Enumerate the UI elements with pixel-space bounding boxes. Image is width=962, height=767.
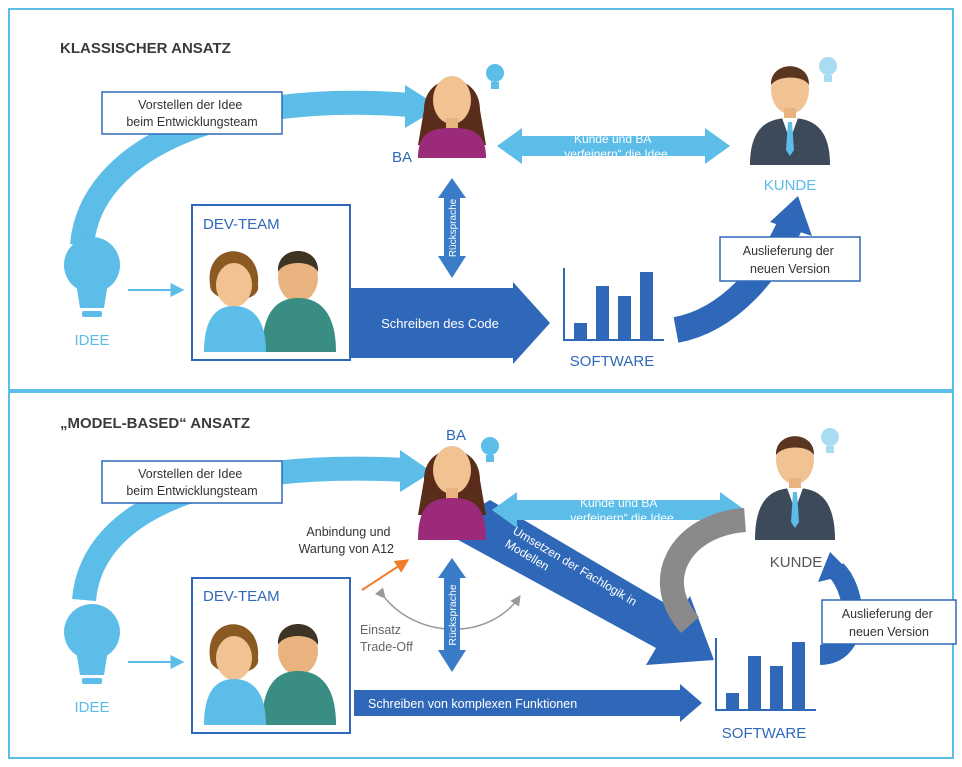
anbindung-orange-arrow [361, 559, 410, 591]
present-idea-text: Vorstellen der Idee beim Entwicklungstea… [126, 467, 257, 498]
present-idea-box [101, 91, 283, 135]
software-chart-icon [715, 638, 816, 711]
software-label: SOFTWARE [570, 353, 654, 370]
delivery-box [719, 236, 861, 282]
ba-lightbulb-icon [481, 437, 499, 462]
delivery-arrowhead [770, 196, 812, 236]
feedback-gray-curve [660, 508, 747, 633]
present-idea-text: Vorstellen der Idee beim Entwicklungstea… [126, 98, 257, 129]
refine-double-arrow [497, 128, 730, 164]
panel-model-based: „MODEL-BASED“ ANSATZ Vorstellen der Idee… [60, 415, 957, 742]
devteam-label: DEV-TEAM [203, 216, 280, 233]
idee-lightbulb-icon [64, 237, 120, 317]
functions-arrow [354, 684, 702, 722]
functions-arrow-text: Schreiben von komplexen Funktionen [368, 697, 577, 711]
ba-lightbulb-icon [486, 64, 504, 89]
panel-title: „MODEL-BASED“ ANSATZ [60, 415, 250, 432]
devteam-label: DEV-TEAM [203, 588, 280, 605]
anbindung-text: Anbindung und Wartung von A12 [299, 525, 394, 556]
ruecksprache-double-arrow [438, 558, 466, 672]
present-curve-arrowhead [400, 450, 432, 492]
ruecksprache-text: Rücksprache [447, 584, 459, 645]
refine-text: Kunde und BA „verfeinern“ die Idee [560, 132, 668, 161]
idee-lightbulb-icon [64, 604, 120, 684]
present-idea-box [101, 460, 283, 504]
devteam-people [204, 251, 336, 352]
panel-title: KLASSISCHER ANSATZ [60, 40, 231, 57]
code-arrow-text: Schreiben des Code [381, 316, 499, 331]
idee-label: IDEE [74, 332, 109, 349]
panel-classic-frame [8, 8, 954, 391]
kunde-person [755, 436, 835, 540]
kunde-lightbulb-icon [819, 57, 837, 82]
delivery-box [821, 599, 957, 645]
code-arrow [350, 282, 550, 364]
present-curve-arrowhead [405, 85, 440, 128]
devteam-people [204, 624, 336, 725]
kunde-person [750, 66, 830, 165]
ba-label: BA [446, 427, 466, 444]
panel-model-frame [8, 391, 954, 759]
idee-label: IDEE [74, 699, 109, 716]
refine-double-arrow [492, 492, 745, 528]
software-label: SOFTWARE [722, 725, 806, 742]
software-chart-icon [563, 268, 664, 341]
delivery-text: Auslieferung der neuen Version [842, 607, 937, 639]
ruecksprache-double-arrow [438, 178, 466, 278]
panel-classic: KLASSISCHER ANSATZ Vorstellen der Idee b… [60, 40, 861, 370]
ruecksprache-text: Rücksprache [448, 198, 459, 257]
ba-label: BA [392, 149, 412, 166]
kunde-label: KUNDE [770, 554, 823, 571]
kunde-label: KUNDE [764, 177, 817, 194]
ba-person [418, 446, 486, 540]
einsatz-text: Einsatz Trade-Off [360, 623, 413, 654]
umsetzen-diagonal-arrow [440, 500, 714, 665]
refine-text: Kunde und BA „verfeinern“ die Idee [566, 496, 674, 525]
delivery-text: Auslieferung der neuen Version [743, 244, 838, 276]
ba-person [418, 76, 486, 158]
delivery-arrowhead [818, 552, 852, 582]
kunde-lightbulb-icon [821, 428, 839, 453]
